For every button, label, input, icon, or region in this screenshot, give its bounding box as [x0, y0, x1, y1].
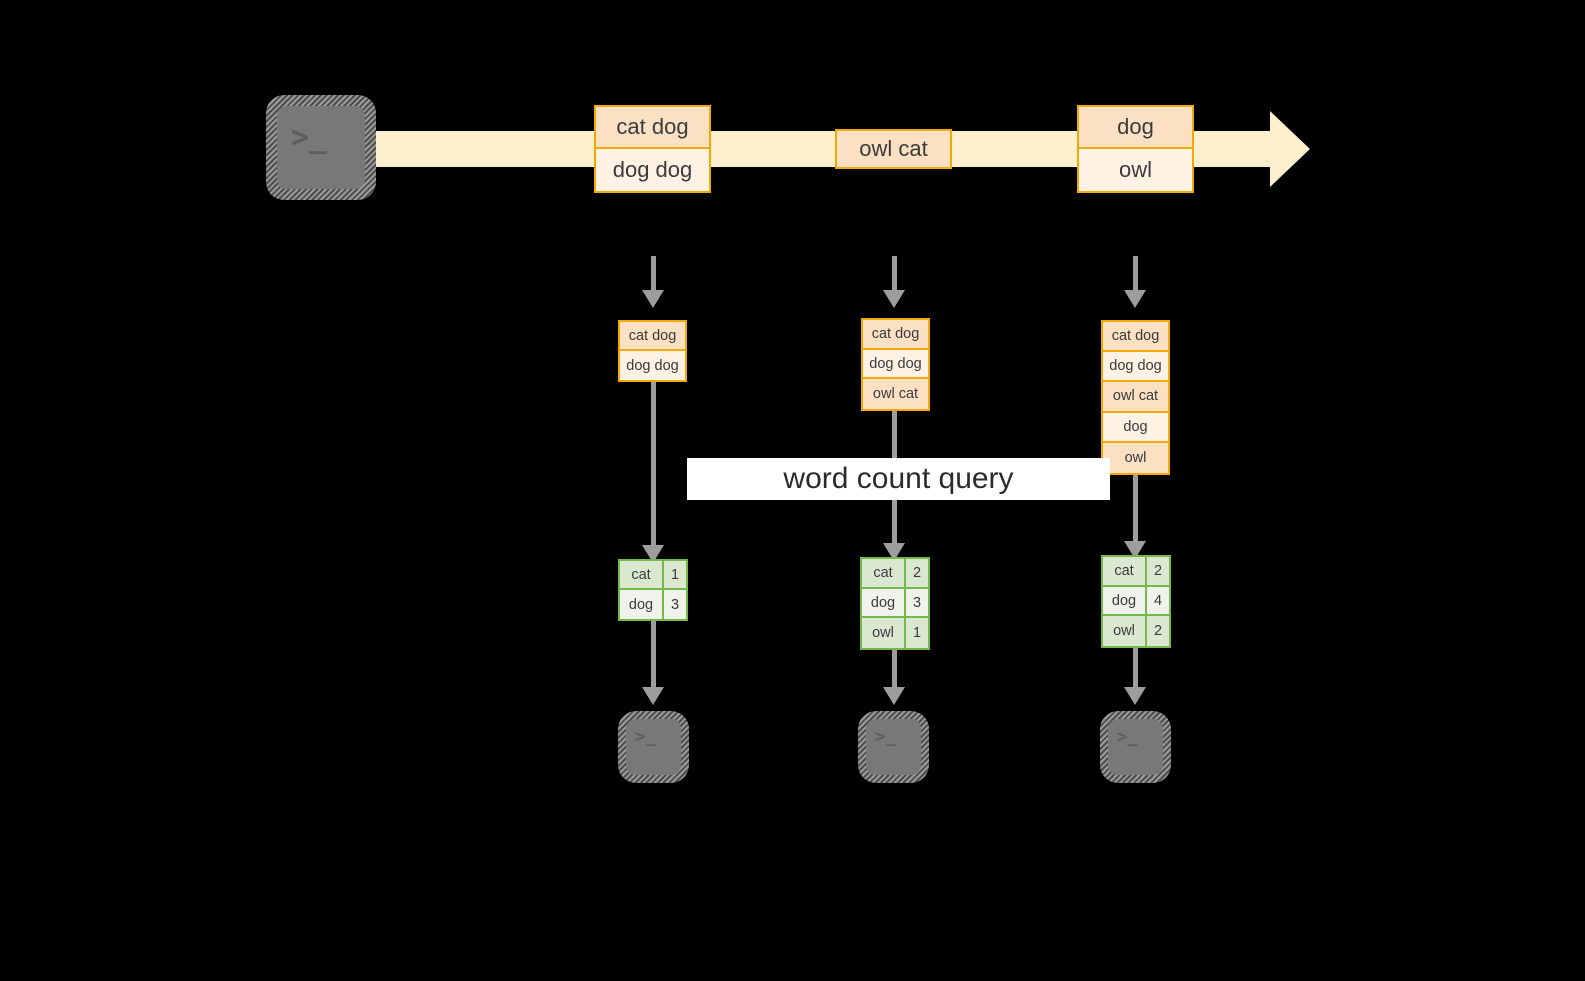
query-connector-1: [651, 382, 656, 562]
stream-band-arrowhead: [1270, 111, 1310, 187]
source-terminal-body: [277, 106, 365, 189]
sink-terminal-icon-3[interactable]: >_: [1100, 711, 1171, 783]
table-row: dog 3: [620, 590, 686, 619]
sink-connector-3-head: [1124, 687, 1146, 705]
input-line: dog: [1103, 412, 1168, 443]
table-cell-word: dog: [862, 588, 906, 617]
sink-terminal-body-1: [626, 719, 681, 775]
table-cell-count: 2: [906, 559, 928, 587]
table-row: cat 2: [1103, 557, 1169, 587]
accumulated-input-3[interactable]: cat dog dog dog owl cat dog owl: [1101, 320, 1170, 475]
trigger-arrow-2-dash: [892, 256, 897, 290]
table-cell-count: 1: [664, 561, 686, 588]
table-row: owl 1: [862, 618, 928, 648]
input-line: dog dog: [620, 351, 685, 380]
query-label: word count query: [687, 458, 1110, 500]
trigger-arrow-1-head: [642, 290, 664, 308]
query-connector-3-head: [1124, 541, 1146, 559]
sink-terminal-icon-1[interactable]: >_: [618, 711, 689, 783]
table-cell-count: 4: [1147, 586, 1169, 615]
sink-connector-3: [1133, 648, 1138, 691]
stream-record-line: dog dog: [596, 149, 709, 191]
input-line: owl cat: [863, 379, 928, 409]
sink-connector-2-head: [883, 687, 905, 705]
table-cell-count: 3: [906, 588, 928, 617]
source-terminal-prompt: >_: [291, 120, 328, 155]
table-cell-word: cat: [862, 559, 906, 587]
query-connector-3: [1133, 475, 1138, 560]
trigger-arrow-1-dash: [651, 256, 656, 290]
table-row: dog 3: [862, 588, 928, 619]
table-cell-word: dog: [620, 590, 664, 619]
query-connector-1-head: [642, 545, 664, 563]
input-line: owl: [1103, 442, 1168, 473]
input-line: cat dog: [863, 320, 928, 350]
input-line: dog dog: [1103, 352, 1168, 383]
sink-terminal-prompt-2: >_: [875, 727, 896, 747]
trigger-arrow-3-head: [1124, 290, 1146, 308]
sink-connector-1-head: [642, 687, 664, 705]
accumulated-input-2[interactable]: cat dog dog dog owl cat: [861, 318, 930, 411]
source-terminal-icon[interactable]: >_: [266, 95, 376, 200]
table-row: dog 4: [1103, 586, 1169, 617]
query-connector-2-head: [883, 543, 905, 561]
table-cell-count: 1: [906, 618, 928, 648]
result-table-1[interactable]: cat 1 dog 3: [618, 559, 688, 621]
sink-terminal-prompt-1: >_: [635, 727, 656, 747]
table-row: cat 2: [862, 559, 928, 589]
input-line: dog dog: [863, 349, 928, 380]
table-cell-word: owl: [862, 618, 906, 648]
stream-record-group-3[interactable]: dog owl: [1077, 105, 1194, 193]
table-cell-word: owl: [1103, 616, 1147, 646]
stream-record-group-1[interactable]: cat dog dog dog: [594, 105, 711, 193]
table-cell-word: cat: [620, 561, 664, 588]
accumulated-input-1[interactable]: cat dog dog dog: [618, 320, 687, 382]
table-cell-word: dog: [1103, 586, 1147, 615]
table-row: owl 2: [1103, 616, 1169, 646]
stream-record-line: owl: [1079, 149, 1192, 191]
trigger-arrow-3-dash: [1133, 256, 1138, 290]
stream-record-group-2[interactable]: owl cat: [835, 129, 952, 169]
input-line: cat dog: [620, 322, 685, 351]
input-line: owl cat: [1103, 382, 1168, 413]
sink-connector-2: [892, 650, 897, 691]
table-cell-count: 3: [664, 590, 686, 619]
sink-connector-1: [651, 621, 656, 691]
stream-record-line: cat dog: [596, 107, 709, 149]
sink-terminal-prompt-3: >_: [1117, 727, 1138, 747]
result-table-2[interactable]: cat 2 dog 3 owl 1: [860, 557, 930, 650]
table-cell-count: 2: [1147, 557, 1169, 585]
table-row: cat 1: [620, 561, 686, 590]
stream-record-line: owl cat: [837, 131, 950, 167]
table-cell-count: 2: [1147, 616, 1169, 646]
input-line: cat dog: [1103, 322, 1168, 353]
table-cell-word: cat: [1103, 557, 1147, 585]
sink-terminal-body-2: [866, 719, 921, 775]
sink-terminal-body-3: [1108, 719, 1163, 775]
result-table-3[interactable]: cat 2 dog 4 owl 2: [1101, 555, 1171, 648]
trigger-arrow-2-head: [883, 290, 905, 308]
stream-record-line: dog: [1079, 107, 1192, 149]
sink-terminal-icon-2[interactable]: >_: [858, 711, 929, 783]
